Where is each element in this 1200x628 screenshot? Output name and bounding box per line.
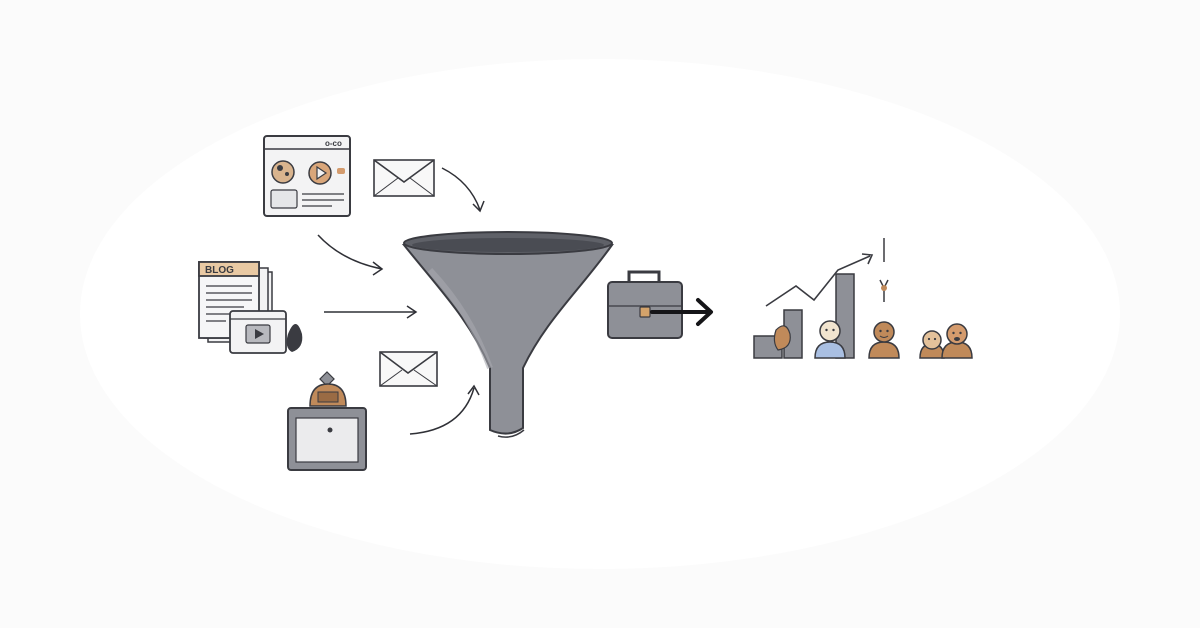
- funnel-icon: [401, 231, 614, 438]
- envelope-icon: [379, 351, 438, 387]
- browser-window-icon: o-co: [263, 135, 351, 217]
- customer-icon: [941, 323, 973, 359]
- input-arrows: [317, 167, 485, 435]
- video-player-icon: [229, 310, 303, 354]
- customer-icon: [868, 321, 900, 359]
- laptop-user-icon: [287, 371, 367, 471]
- envelope-icon: [373, 159, 435, 197]
- growth-chart-icon: [753, 238, 889, 359]
- right-arrow-icon: [650, 298, 713, 326]
- customer-icon: [919, 330, 945, 359]
- blog-label: BLOG: [205, 265, 234, 276]
- browser-controls: o-co: [325, 139, 342, 148]
- customer-icon: [814, 320, 846, 359]
- briefcase-icon: [607, 270, 683, 339]
